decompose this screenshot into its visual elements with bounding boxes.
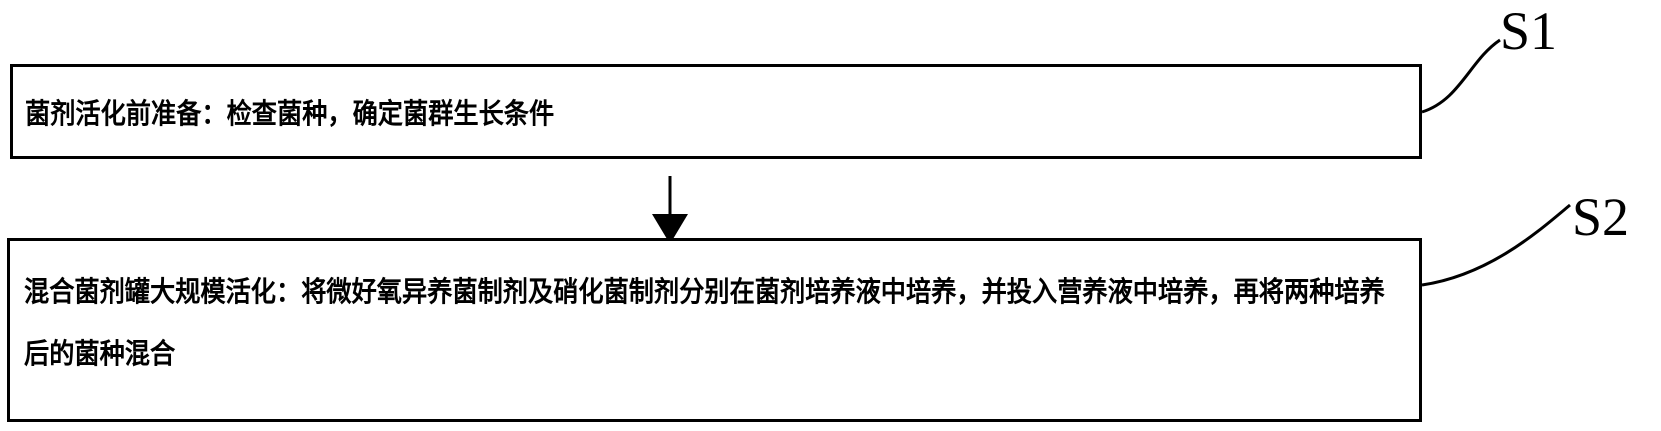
s1-leader-line [1421, 38, 1501, 114]
step-label-s2: S2 [1572, 187, 1630, 247]
s2-leader-line [1421, 203, 1571, 287]
step-box-s1: 菌剂活化前准备：检查菌种，确定菌群生长条件 [10, 64, 1422, 159]
step-text-s1: 菌剂活化前准备：检查菌种，确定菌群生长条件 [25, 97, 555, 130]
step-label-s1: S1 [1500, 1, 1558, 61]
step-box-s2: 混合菌剂罐大规模活化：将微好氧异养菌制剂及硝化菌制剂分别在菌剂培养液中培养，并投… [7, 238, 1422, 422]
step-text-s2: 混合菌剂罐大规模活化：将微好氧异养菌制剂及硝化菌制剂分别在菌剂培养液中培养，并投… [24, 275, 1385, 370]
flow-arrow-head [652, 214, 688, 244]
